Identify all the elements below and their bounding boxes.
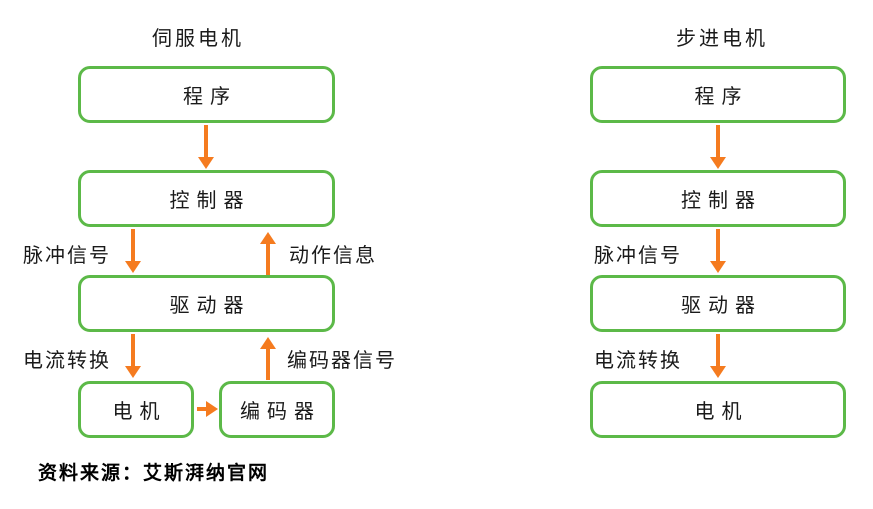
stepper-box-controller: 控制器 xyxy=(590,170,846,227)
stepper-arrow-controller-to-driver xyxy=(716,229,720,262)
source-note-prefix: 资料来源： xyxy=(38,463,144,484)
servo-arrow-motor-to-encoder xyxy=(197,407,207,411)
servo-box-program-label: 程序 xyxy=(183,86,237,108)
servo-label-encoder-signal: 编码器信号 xyxy=(287,350,397,372)
servo-arrow-encoder-to-driver xyxy=(266,348,270,380)
source-note-value: 艾斯湃纳官网 xyxy=(143,463,270,484)
stepper-box-controller-label: 控制器 xyxy=(681,190,762,212)
stepper-box-motor-label: 电机 xyxy=(694,401,749,423)
stepper-box-motor: 电机 xyxy=(590,381,846,438)
servo-arrow-driver-to-controller xyxy=(266,243,270,275)
servo-box-program: 程序 xyxy=(78,66,335,123)
servo-diagram-title: 伺服电机 xyxy=(152,28,244,50)
servo-box-encoder: 编码器 xyxy=(219,381,335,438)
servo-arrow-driver-to-motor xyxy=(131,334,135,367)
stepper-label-pulse-signal: 脉冲信号 xyxy=(594,245,682,267)
servo-label-action-info: 动作信息 xyxy=(289,245,377,267)
stepper-box-driver: 驱动器 xyxy=(590,275,846,332)
servo-arrow-program-to-controller xyxy=(204,125,208,158)
stepper-box-program: 程序 xyxy=(590,66,846,123)
stepper-box-program-label: 程序 xyxy=(694,86,749,108)
servo-box-controller: 控制器 xyxy=(78,170,335,227)
servo-box-controller-label: 控制器 xyxy=(169,190,251,212)
stepper-label-current-conversion: 电流转换 xyxy=(594,350,682,372)
servo-box-driver: 驱动器 xyxy=(78,275,335,332)
stepper-diagram-title: 步进电机 xyxy=(676,28,768,50)
source-note: 资料来源：艾斯湃纳官网 xyxy=(38,458,269,485)
servo-box-motor: 电机 xyxy=(78,381,194,438)
servo-box-motor-label: 电机 xyxy=(112,401,167,423)
stepper-arrow-program-to-controller xyxy=(716,125,720,158)
servo-arrow-controller-to-driver xyxy=(131,229,135,262)
servo-label-pulse-signal: 脉冲信号 xyxy=(23,245,111,267)
stepper-box-driver-label: 驱动器 xyxy=(681,295,762,317)
servo-label-current-conversion: 电流转换 xyxy=(23,350,111,372)
servo-box-driver-label: 驱动器 xyxy=(169,295,251,317)
servo-box-encoder-label: 编码器 xyxy=(240,401,321,423)
stepper-arrow-driver-to-motor xyxy=(716,334,720,367)
